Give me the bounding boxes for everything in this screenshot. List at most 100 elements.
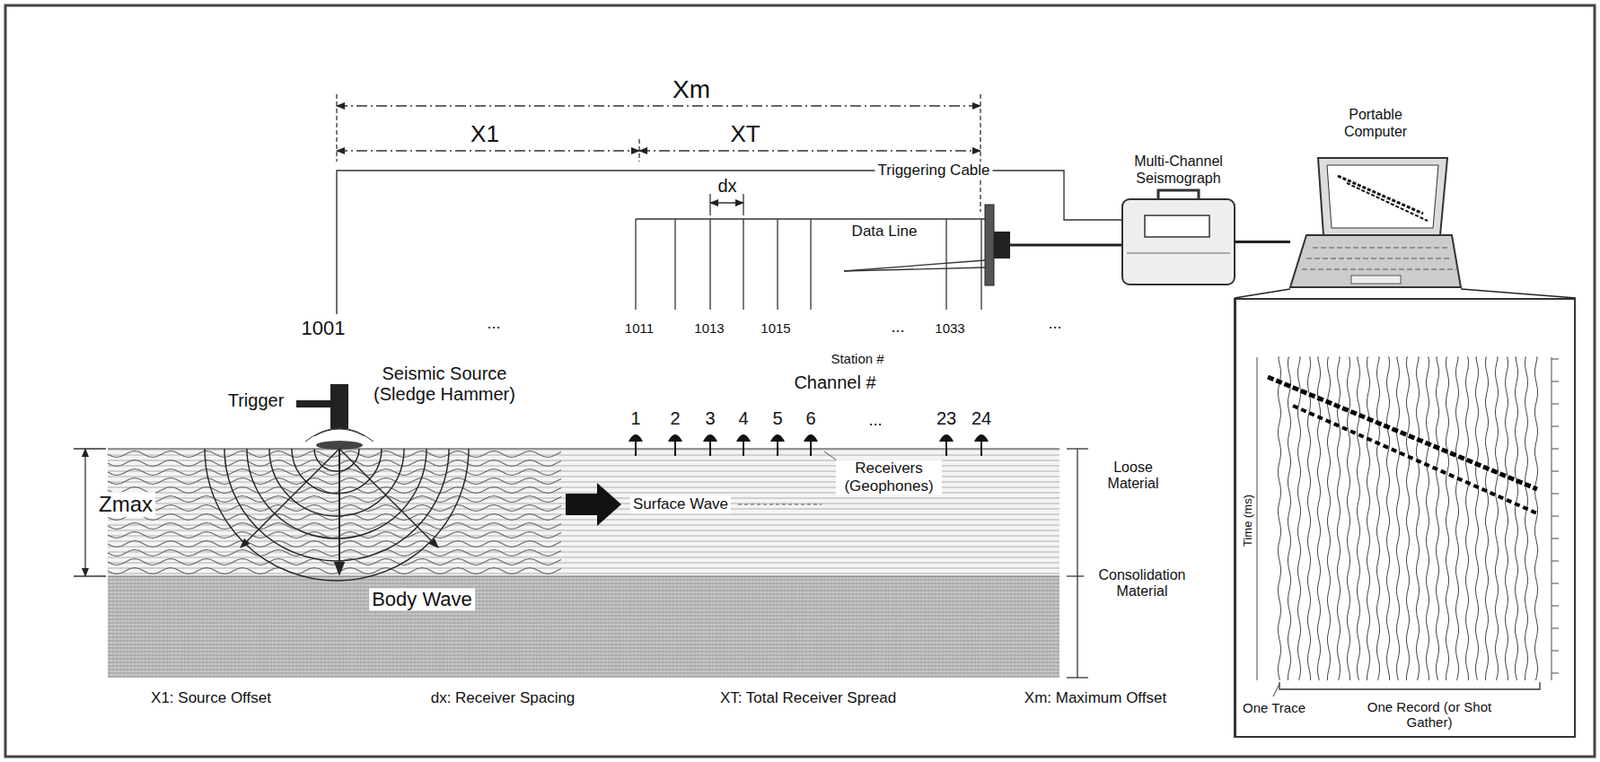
geophones [628, 434, 989, 457]
axis-tick [1551, 650, 1559, 652]
legend-text: XT: Total Receiver Spread [717, 689, 899, 708]
trace [1445, 357, 1449, 681]
ellipsis: ... [865, 411, 885, 431]
trace [1376, 357, 1380, 681]
dimension-label: dx [714, 175, 739, 197]
wavy-lines [107, 451, 562, 575]
wave-line [107, 469, 562, 476]
dimension-label: XT [727, 121, 763, 149]
axis-tick [1551, 448, 1559, 450]
legend-text: dx: Receiver Spacing [428, 689, 579, 708]
ellipsis: ... [887, 317, 907, 337]
axis-tick [1551, 516, 1559, 518]
trace [1287, 357, 1291, 681]
trace [1356, 357, 1360, 681]
laptop [1290, 158, 1461, 288]
trace [1415, 357, 1419, 681]
receiver-label: Receivers (Geophones) [835, 459, 942, 495]
wave-line [107, 568, 562, 575]
axis-tick [1551, 561, 1559, 563]
channel-caption: Channel # [791, 372, 879, 394]
geophone-spike [809, 441, 812, 457]
axis-tick [1551, 471, 1559, 473]
axis-tick [1551, 583, 1559, 585]
trace [1524, 357, 1528, 681]
station-number: 1015 [757, 320, 793, 336]
triggering-cable [336, 170, 1123, 315]
geophone-body [736, 434, 751, 442]
trace [1277, 357, 1281, 681]
trace [1346, 357, 1350, 681]
geophone-spike [709, 441, 712, 457]
ground-layers [107, 448, 1060, 678]
seismograph: Multi-Channel Seismograph [1122, 199, 1235, 285]
node-text: One Trace [1239, 700, 1309, 716]
wave-line [107, 478, 562, 485]
geophone-spike [945, 441, 948, 457]
station-caption: Station # [827, 351, 887, 367]
trace [1475, 357, 1478, 681]
legend-text: Xm: Maximum Offset [1021, 689, 1170, 708]
axis-tick [1551, 426, 1559, 428]
geophone-spike [674, 441, 677, 457]
channel-number: 2 [667, 408, 683, 430]
legend-text: X1: Source Offset [148, 689, 274, 708]
layer-label: Loose Material [1085, 459, 1181, 493]
data-line [635, 219, 985, 310]
cable-connector [1234, 240, 1291, 244]
outer-frame [5, 5, 1595, 757]
trace [1455, 357, 1459, 681]
data-wire [674, 219, 676, 310]
wave-line [107, 523, 562, 530]
data-wire [634, 219, 636, 310]
geophone-body [668, 434, 683, 442]
trace [1465, 357, 1469, 681]
geophone-spike [980, 441, 983, 457]
wave-line [107, 487, 562, 494]
wave-line [107, 496, 562, 503]
wave-line [107, 532, 562, 539]
channel-number: 3 [702, 408, 718, 430]
station-number: 1013 [691, 320, 727, 336]
wave-label: Body Wave [369, 588, 475, 611]
station-number: 1001 [298, 316, 349, 340]
trace [1406, 357, 1409, 681]
data-wire [980, 219, 982, 310]
node-heading: Multi-Channel Seismograph [1122, 153, 1236, 187]
time-axis [1551, 357, 1553, 681]
axis-tick [1551, 628, 1559, 630]
trace [1366, 357, 1370, 681]
trace [1297, 357, 1301, 681]
wave-label: Surface Wave [630, 495, 731, 514]
data-wire [742, 219, 744, 310]
dimension-label: X1 [467, 121, 502, 149]
geophone-body [974, 434, 989, 442]
trace [1534, 357, 1538, 681]
trace [1504, 357, 1508, 681]
geophone-body [703, 434, 718, 442]
wave-line [107, 559, 562, 566]
wavefronts [204, 448, 469, 581]
data-wire [809, 219, 811, 310]
trace [1494, 357, 1498, 681]
channel-number: 23 [933, 408, 959, 430]
geophone-body [939, 434, 954, 442]
wave-line [107, 514, 562, 521]
cable-label: Data Line [849, 222, 921, 241]
channel-number: 24 [968, 408, 994, 430]
data-wire [945, 219, 947, 310]
record-panel [1234, 298, 1576, 739]
trace [1327, 357, 1330, 681]
seismograph-case [1122, 190, 1235, 285]
cable-label: Triggering Cable [874, 161, 993, 180]
trace [1514, 357, 1518, 681]
node-heading: Portable Computer [1323, 106, 1428, 141]
geophone-spike [742, 441, 745, 457]
node-text: One Record (or Shot Gather) [1354, 699, 1504, 731]
channel-number: 6 [802, 408, 818, 430]
trace [1317, 357, 1320, 681]
axis-tick [1551, 493, 1559, 495]
station-number: 1033 [931, 320, 968, 336]
source-label: Trigger [225, 390, 288, 412]
ellipsis: ... [1045, 314, 1064, 334]
